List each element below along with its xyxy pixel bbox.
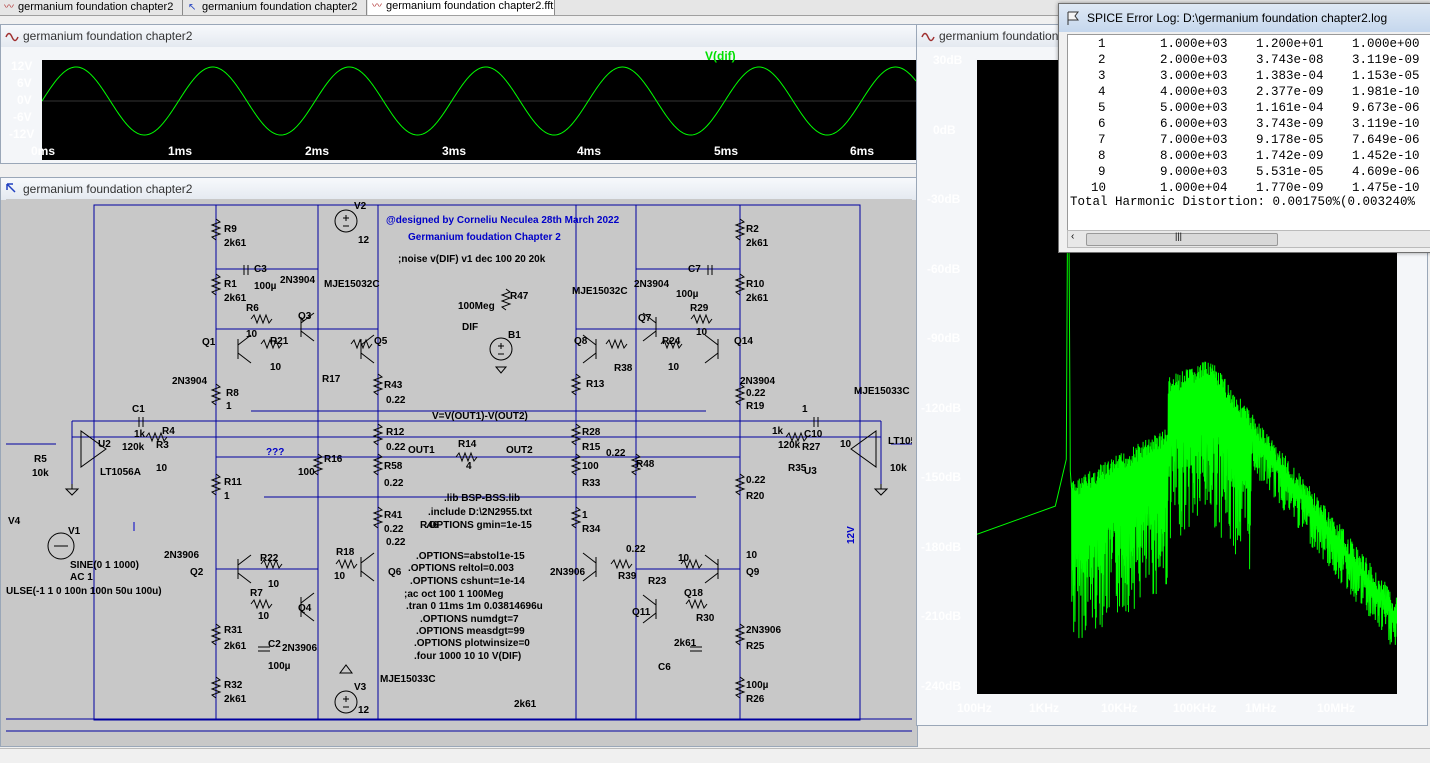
fft-x-tick: 100KHz [1173,701,1217,715]
harmonic-cell: 9.178e-05 [1256,133,1324,147]
harmonic-cell: 1.000e+04 [1160,181,1228,195]
harmonic-cell: 1.200e+01 [1256,37,1324,51]
schematic-wires [6,204,912,732]
harmonic-cell: 6.000e+03 [1160,117,1228,131]
tab-fft[interactable]: 〰germanium foundation chapter2.fft [368,0,555,15]
harmonic-cell: 1.000e+03 [1160,37,1228,51]
harmonic-cell: 1.161e-04 [1256,101,1324,115]
fft-y-tick: -60dB [927,261,961,276]
waveform-icon: 〰 [372,1,382,12]
y-tick: 0V [17,93,32,107]
harmonic-cell: 6 [1098,117,1106,131]
harmonic-cell: 3 [1098,69,1106,83]
waveform-plot-area[interactable] [41,60,917,160]
y-tick: 12V [11,59,33,73]
fft-y-tick: -180dB [921,539,962,554]
x-tick: 1ms [168,144,193,158]
harmonic-cell: 7.000e+03 [1160,133,1228,147]
fft-x-tick: 100Hz [957,701,992,715]
schematic-icon [6,183,16,193]
waveform-trace-svg [41,66,917,136]
harmonic-cell: 9.000e+03 [1160,165,1228,179]
spice-error-log-window[interactable]: SPICE Error Log: D:\germanium foundation… [1058,3,1430,253]
fft-y-tick: -210dB [921,609,962,623]
vdif-trace [41,66,917,136]
y-tick: -6V [13,110,32,124]
harmonic-cell: 5.000e+03 [1160,101,1228,115]
harmonic-cell: 7 [1098,133,1106,147]
fft-y-tick: -30dB [927,192,961,206]
fft-y-tick: -120dB [921,400,962,415]
harmonic-cell: 3.119e-09 [1352,53,1420,67]
harmonic-cell: 1.452e-10 [1352,149,1420,163]
x-tick: 2ms [305,144,330,158]
tab-schematic[interactable]: ↖germanium foundation chapter2 [184,0,367,15]
schematic-icon: ↖ [188,2,197,13]
fft-x-tick: 10KHz [1101,701,1138,715]
harmonic-cell: 1.475e-10 [1352,181,1420,195]
harmonic-cell: 10 [1091,181,1107,195]
status-bar [0,748,1430,763]
fft-y-tick: 30dB [933,53,963,67]
grip-icon: ||| [1175,231,1183,241]
scrollbar-thumb[interactable]: ||| [1086,231,1278,246]
schematic-window-title[interactable]: germanium foundation chapter2 [1,178,917,200]
flag-icon [1067,11,1079,25]
harmonic-cell: 1 [1098,37,1106,51]
fft-y-tick: -240dB [921,678,962,693]
horizontal-scrollbar[interactable]: ‹ ||| [1067,230,1430,248]
harmonic-cell: 8 [1098,149,1106,163]
harmonic-cell: 9 [1098,165,1106,179]
scroll-left-icon[interactable]: ‹ [1071,231,1075,242]
harmonic-cell: 1.153e-05 [1352,69,1420,83]
x-tick: 3ms [442,144,467,158]
waveform-window[interactable]: germanium foundation chapter2 V(dif) 12V… [0,24,918,164]
harmonic-cell: 9.673e-06 [1352,101,1420,115]
y-tick: 6V [17,76,32,90]
harmonic-cell: 7.649e-06 [1352,133,1420,147]
harmonic-cell: 8.000e+03 [1160,149,1228,163]
schematic-canvas[interactable]: @designed by Corneliu Neculea 28th March… [6,199,912,739]
fft-spectrum-trace [976,88,1414,670]
error-log-title[interactable]: SPICE Error Log: D:\germanium foundation… [1059,4,1430,32]
y-tick: -12V [9,127,35,141]
thd-line: Total Harmonic Distortion: 0.001750%(0.0… [1070,195,1416,209]
fft-y-tick: -90dB [927,331,961,345]
waveform-icon [5,32,19,42]
harmonic-cell: 3.000e+03 [1160,69,1228,83]
x-tick: 6ms [850,144,875,158]
harmonic-cell: 1.770e-09 [1256,181,1324,195]
harmonic-cell: 3.743e-08 [1256,53,1324,67]
harmonic-cell: 5 [1098,101,1106,115]
x-tick: 0ms [31,144,56,158]
harmonic-cell: 4.000e+03 [1160,85,1228,99]
fft-x-tick: 1KHz [1029,701,1060,715]
fft-x-tick: 1MHz [1245,701,1277,715]
harmonic-cell: 3.119e-10 [1352,117,1420,131]
harmonic-cell: 1.981e-10 [1352,85,1420,99]
harmonic-cell: 5.531e-05 [1256,165,1324,179]
tab-waveform[interactable]: 〰germanium foundation chapter2 [0,0,183,15]
x-tick: 4ms [577,144,602,158]
harmonic-cell: 3.743e-09 [1256,117,1324,131]
error-log-text[interactable]: 1 1.000e+03 1.200e+01 1.000e+00 2 2.000e+03 3.… [1067,34,1430,232]
harmonic-cell: 1.000e+00 [1352,37,1420,51]
fft-spectrum-svg [976,88,1414,670]
waveform-icon [921,32,935,42]
harmonic-cell: 2 [1098,53,1106,67]
x-tick: 5ms [714,144,739,158]
waveform-window-title[interactable]: germanium foundation chapter2 [1,25,917,47]
harmonic-cell: 4.609e-06 [1352,165,1420,179]
harmonic-cell: 2.000e+03 [1160,53,1228,67]
fft-x-tick: 10MHz [1317,701,1356,715]
harmonic-cell: 2.377e-09 [1256,85,1324,99]
harmonic-cell: 4 [1098,85,1106,99]
waveform-icon: 〰 [4,2,14,13]
trace-name-label[interactable]: V(dif) [705,49,736,63]
fft-y-tick: 0dB [933,122,956,137]
fft-y-tick: -150dB [921,470,962,484]
harmonic-cell: 1.383e-04 [1256,69,1324,83]
harmonic-cell: 1.742e-09 [1256,149,1324,163]
